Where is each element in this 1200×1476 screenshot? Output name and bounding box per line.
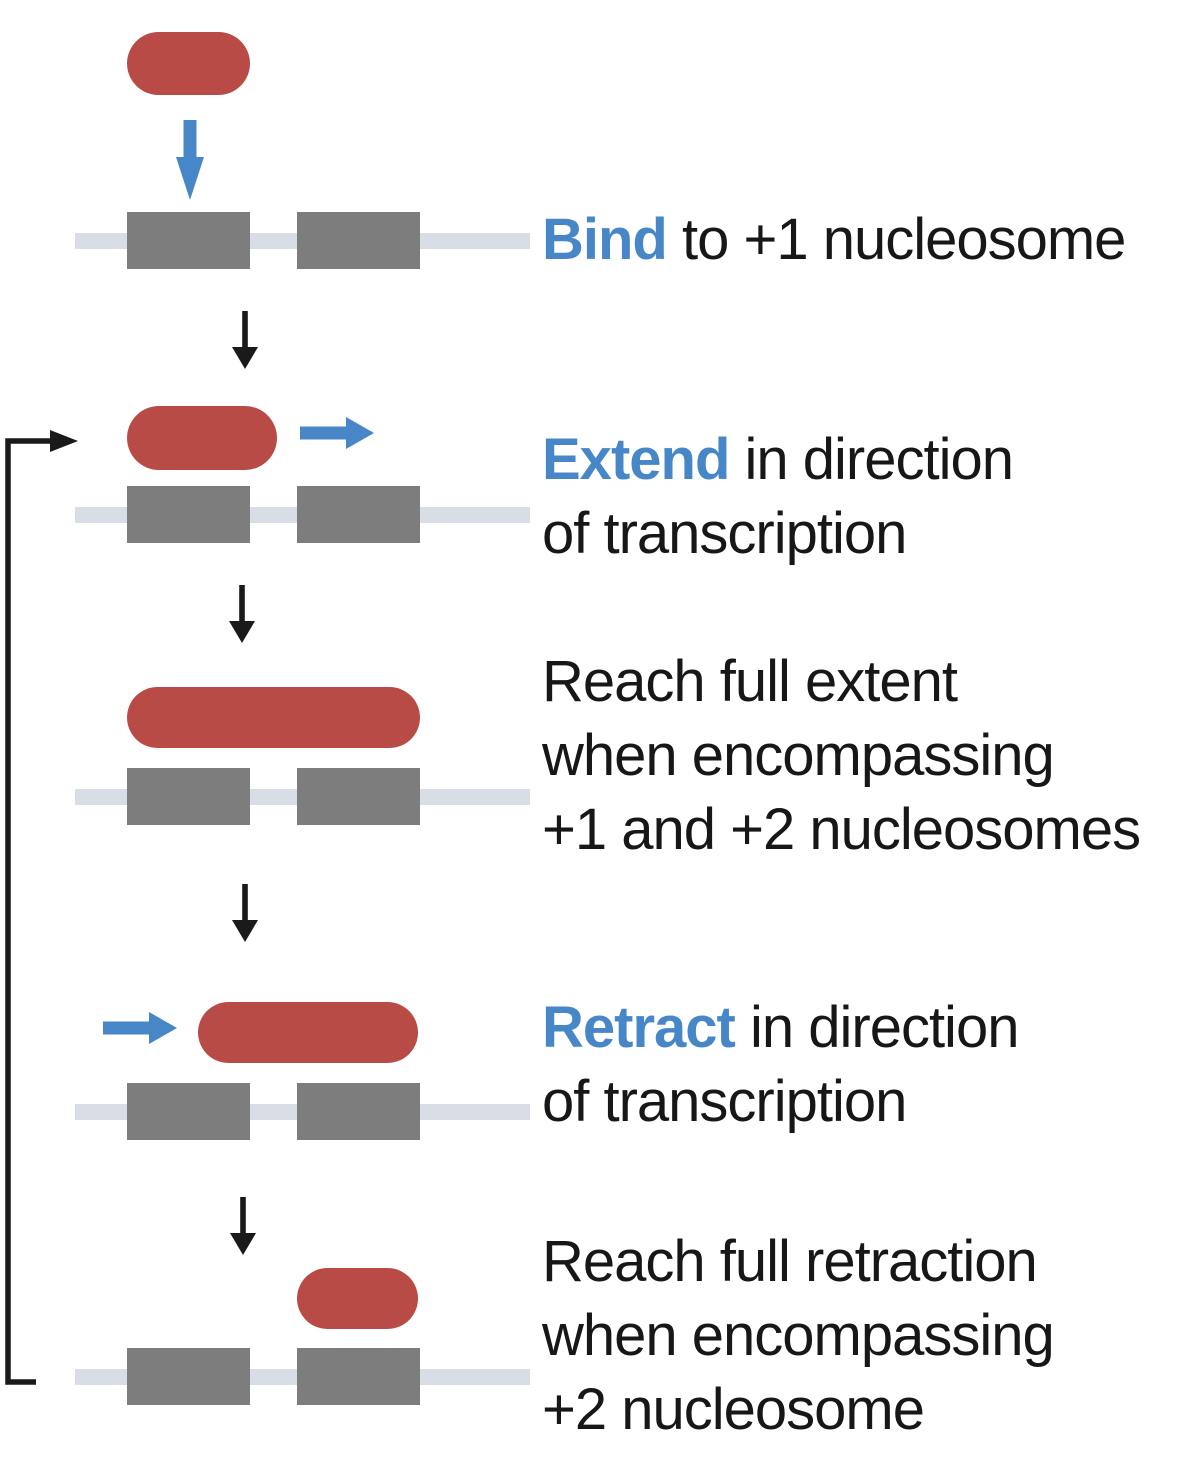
label-text: in direction — [734, 995, 1019, 1060]
stage-label-full-retraction: Reach full retraction when encompassing … — [542, 1225, 1055, 1447]
feedback-loop-arrow-icon — [5, 430, 78, 1385]
nucleosome-plus1 — [127, 768, 250, 825]
black-down-arrow-icon — [232, 311, 258, 369]
keyword-extend: Extend — [542, 427, 730, 492]
keyword-bind: Bind — [542, 207, 668, 272]
nucleosome-plus1 — [127, 486, 250, 543]
blue-right-arrow-icon — [300, 417, 374, 449]
label-line: Retract in direction — [542, 991, 1019, 1065]
label-text: in direction — [729, 427, 1013, 492]
nucleosome-plus2 — [297, 212, 420, 269]
label-line: when encompassing — [542, 1303, 1055, 1368]
nucleosome-plus1 — [127, 1083, 250, 1140]
stage-label-extend: Extend in direction of transcription — [542, 423, 1014, 571]
nucleosome-plus2 — [297, 1348, 420, 1405]
blue-down-arrow-icon — [176, 120, 204, 200]
nucleosome-plus2 — [297, 768, 420, 825]
label-line: +1 and +2 nucleosomes — [542, 797, 1141, 862]
nucleosome-plus2 — [297, 1083, 420, 1140]
blue-right-arrow-icon — [103, 1012, 177, 1044]
stage-label-full-extent: Reach full extent when encompassing +1 a… — [542, 645, 1141, 867]
keyword-retract: Retract — [542, 995, 736, 1060]
nucleosome-plus1 — [127, 212, 250, 269]
label-text: to +1 nucleosome — [666, 207, 1126, 272]
black-down-arrow-icon — [230, 1197, 256, 1255]
condensate-pill — [127, 406, 277, 470]
label-line: Reach full retraction — [542, 1229, 1038, 1294]
stage-label-bind: Bind to +1 nucleosome — [542, 203, 1126, 277]
condensate-pill — [297, 1268, 418, 1329]
stage-label-retract: Retract in direction of transcription — [542, 991, 1019, 1139]
nucleosome-plus2 — [297, 486, 420, 543]
black-down-arrow-icon — [232, 884, 258, 942]
label-line: Reach full extent — [542, 649, 958, 714]
label-line: of transcription — [542, 501, 907, 566]
condensate-pill — [127, 32, 250, 95]
label-line: Extend in direction — [542, 423, 1014, 497]
label-line: of transcription — [542, 1069, 907, 1134]
condensate-pill — [127, 687, 420, 748]
label-line: when encompassing — [542, 723, 1055, 788]
label-line: +2 nucleosome — [542, 1377, 925, 1442]
nucleosome-plus1 — [127, 1348, 250, 1405]
black-down-arrow-icon — [229, 585, 255, 643]
condensate-pill — [198, 1002, 418, 1063]
